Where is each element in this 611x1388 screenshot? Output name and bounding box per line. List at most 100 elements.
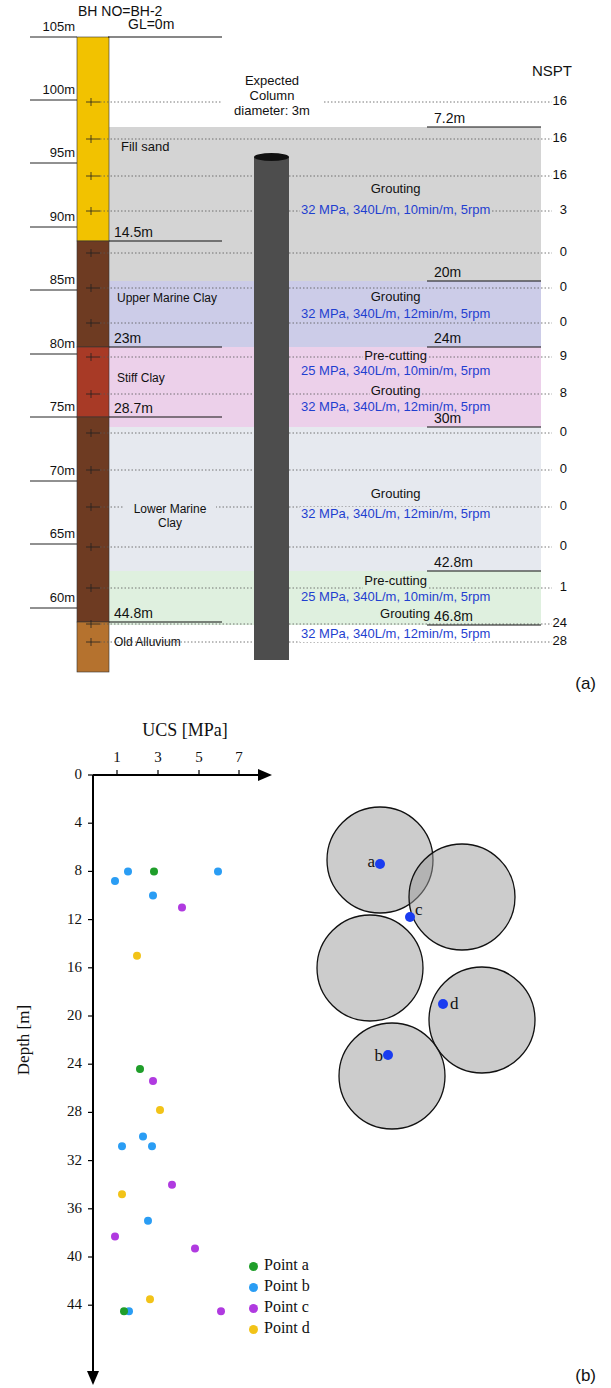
nspt-level-line — [100, 357, 552, 358]
label: 5 — [195, 749, 203, 766]
nspt-level-line — [100, 394, 552, 395]
boundary-line — [427, 426, 541, 427]
sample-mark — [91, 319, 92, 327]
label: a — [367, 852, 375, 872]
nspt-level-line — [100, 624, 552, 625]
label: Old Alluvium — [114, 636, 181, 650]
sample-mark — [91, 543, 92, 551]
grouting-parameters: 32 MPa, 340L/m, 10min/m, 5rpm — [300, 203, 491, 218]
boundary-line — [108, 36, 222, 37]
label: 16 — [67, 959, 82, 976]
sample-mark — [86, 588, 100, 589]
sample-mark — [86, 624, 100, 625]
ucs-data-point — [118, 1142, 126, 1150]
ucs-data-point — [156, 1106, 164, 1114]
grouting-zone: Pre-cutting25 MPa, 340L/m, 10min/m, 5rpm — [109, 571, 541, 625]
sample-mark — [91, 466, 92, 474]
label: 20 — [67, 1007, 82, 1024]
nspt-level-line — [100, 176, 552, 177]
sample-mark — [91, 390, 92, 398]
label: 12 — [67, 911, 82, 928]
label: 0 — [559, 425, 568, 440]
label: 65m — [50, 527, 75, 542]
stiff-clay-layer — [77, 347, 109, 417]
boundary-line — [427, 570, 541, 571]
elevation-tick — [30, 163, 77, 164]
sample-mark — [86, 176, 100, 177]
lower-marine-clay-layer — [77, 417, 109, 622]
elevation-tick — [30, 290, 77, 291]
elevation-tick — [30, 608, 77, 609]
nspt-level-line — [100, 588, 552, 589]
label: 42.8m — [434, 554, 473, 570]
label: 0 — [559, 315, 568, 330]
sample-mark — [91, 353, 92, 361]
axis-tick — [88, 967, 93, 968]
axis-tick — [157, 770, 158, 775]
ucs-data-point — [118, 1190, 126, 1198]
boundary-line — [109, 346, 222, 347]
axis-tick — [88, 1160, 93, 1161]
label: 32 MPa, 340L/m, 12min/m, 5rpm — [300, 627, 491, 642]
label: 32 — [67, 1152, 82, 1169]
sample-mark — [86, 470, 100, 471]
label: 28 — [552, 634, 568, 649]
grout-column — [254, 157, 289, 660]
legend-entry: Point c — [249, 1297, 309, 1317]
sample-mark — [91, 207, 92, 215]
label: 100m — [42, 83, 75, 98]
sample-mark — [86, 394, 100, 395]
label: 75m — [50, 400, 75, 415]
label: UCS [MPa] — [142, 720, 228, 741]
grouting-step: Pre-cutting — [363, 574, 428, 589]
grouting-zone: Pre-cutting25 MPa, 340L/m, 10min/m, 5rpm… — [109, 347, 541, 427]
nspt-level-line — [100, 211, 552, 212]
label: d — [450, 994, 459, 1014]
label: 16 — [552, 168, 568, 183]
sample-mark — [86, 642, 100, 643]
grouting-zone: Grouting32 MPa, 340L/m, 12min/m, 5rpm — [109, 281, 541, 347]
elevation-tick — [30, 544, 77, 545]
ucs-data-point — [191, 1245, 199, 1253]
axis-tick — [116, 770, 117, 775]
axis-tick — [88, 871, 93, 872]
ucs-data-point — [146, 1295, 154, 1303]
column-plan-circle — [429, 967, 535, 1073]
label: 28.7m — [114, 400, 153, 416]
label: b — [375, 1046, 384, 1066]
ucs-data-point — [111, 1233, 119, 1241]
sample-mark — [91, 584, 92, 592]
ucs-data-point — [120, 1307, 128, 1315]
axis-arrow — [258, 769, 272, 781]
label: 105m — [42, 20, 75, 35]
boundary-line — [109, 621, 222, 622]
axis-tick — [88, 1256, 93, 1257]
label: 0 — [559, 499, 568, 514]
label: Expected Column diameter: 3m — [221, 74, 323, 119]
label: c — [415, 900, 423, 920]
label: 14.5m — [114, 224, 153, 240]
legend-swatch — [249, 1304, 258, 1313]
label: (b) — [575, 1366, 596, 1386]
grout-column-top — [254, 153, 289, 161]
label: 20m — [434, 264, 461, 280]
elevation-tick — [30, 100, 77, 101]
nspt-level-line — [100, 288, 552, 289]
label: 60m — [50, 591, 75, 606]
label: 44 — [67, 1296, 82, 1313]
axis-tick — [238, 770, 239, 775]
sample-mark — [91, 429, 92, 437]
sample-mark — [91, 638, 92, 646]
sample-mark — [86, 547, 100, 548]
sample-mark — [91, 620, 92, 628]
sample-mark — [91, 503, 92, 511]
x-axis — [93, 774, 262, 776]
label: 9 — [559, 349, 568, 364]
ucs-data-point — [111, 877, 119, 885]
legend-text: Point c — [264, 1298, 309, 1315]
elevation-tick — [30, 481, 77, 482]
legend-entry: Point a — [249, 1255, 309, 1275]
label: Stiff Clay — [116, 372, 166, 386]
label: 16 — [552, 94, 568, 109]
label: 24 — [67, 1055, 82, 1072]
